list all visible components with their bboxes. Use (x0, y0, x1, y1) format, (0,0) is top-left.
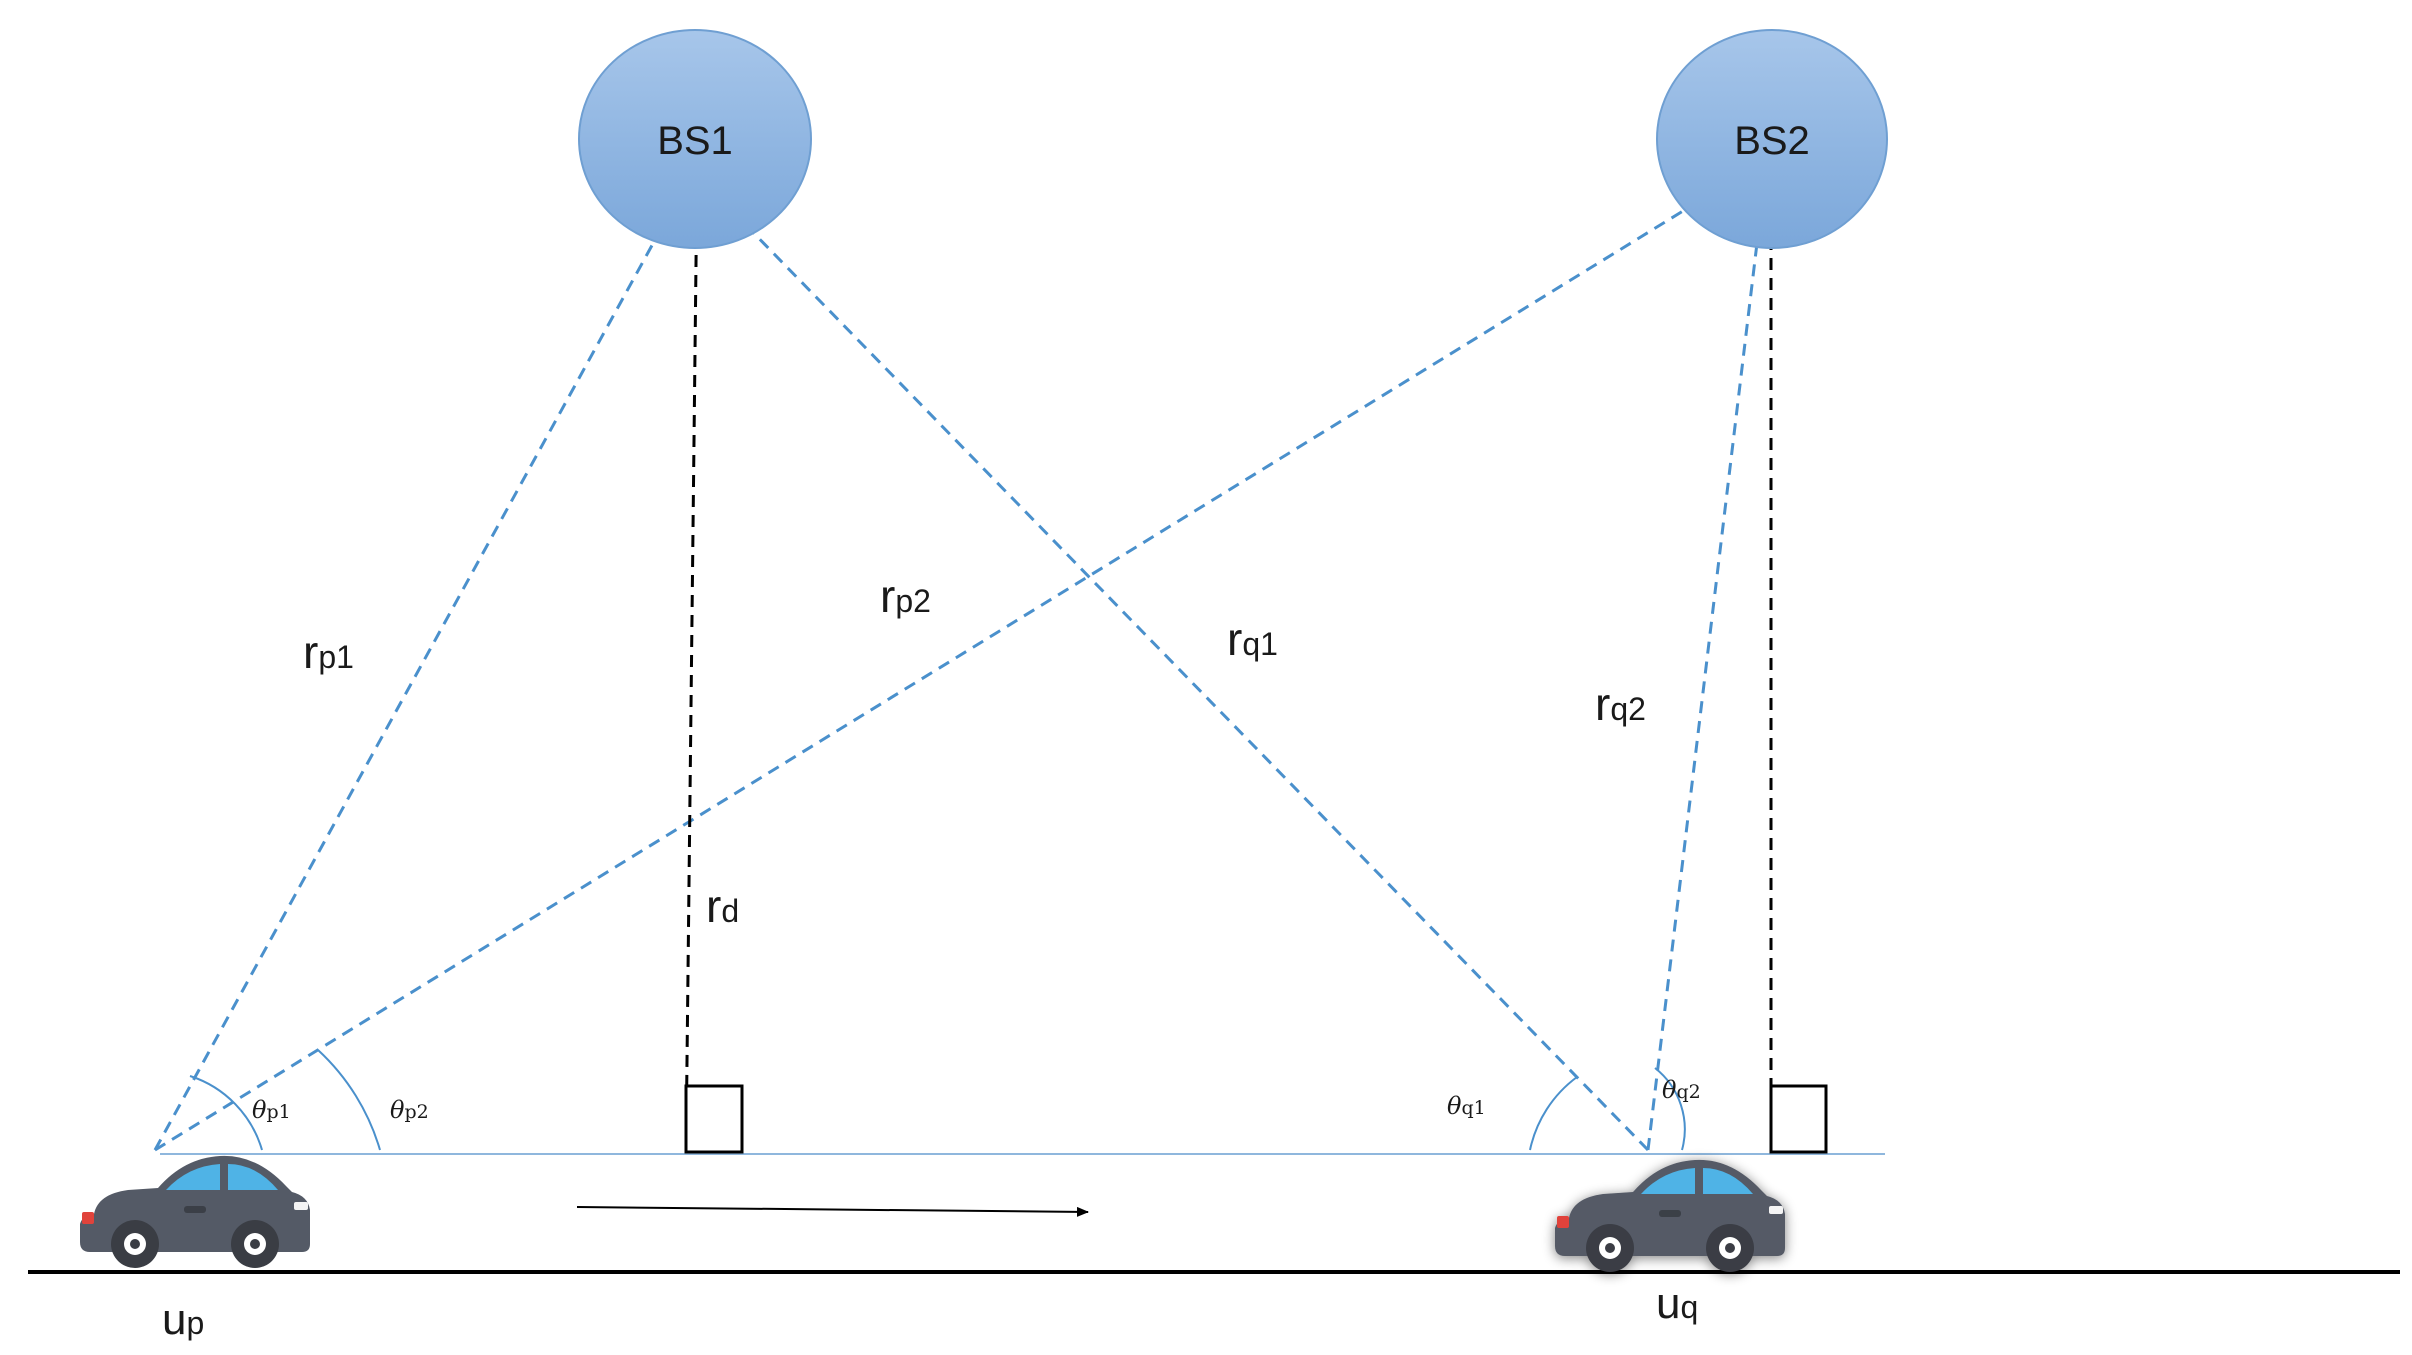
angle-arcs (189, 1049, 1686, 1151)
link-up-bs2 (154, 158, 1767, 1152)
base-station-2-label: BS2 (1734, 119, 1810, 163)
right-angle-marker-icon (684, 1084, 744, 1154)
label-rq2: rq2 (1595, 678, 1646, 730)
perpendicular-lines (684, 158, 1773, 1152)
vehicle-up: up (80, 1155, 310, 1344)
arc-theta-p2 (317, 1049, 381, 1151)
link-lines (153, 158, 1769, 1152)
label-theta-p1: θp1 (252, 1096, 291, 1124)
link-uq-bs1 (698, 176, 1650, 1152)
arc-theta-q1 (1529, 1076, 1578, 1151)
car-icon (1555, 1159, 1785, 1272)
label-rp2: rp2 (880, 570, 931, 622)
perpendicular-bs1 (684, 174, 699, 1151)
direction-arrow-icon (576, 1206, 1089, 1217)
base-station-2-node (1656, 29, 1888, 249)
base-station-2: BS2 (1656, 29, 1888, 249)
right-angle-marker-icon (1769, 1084, 1828, 1154)
car-icon (80, 1155, 310, 1268)
base-station-1-node (578, 29, 812, 249)
arc-theta-q2 (1654, 1067, 1686, 1151)
link-uq-bs2 (1646, 159, 1769, 1151)
base-station-1-label: BS1 (657, 119, 733, 163)
label-theta-p2: θp2 (390, 1096, 429, 1124)
label-rq1: rq1 (1227, 613, 1278, 665)
label-rd: rd (706, 880, 739, 932)
label-theta-q2: θq2 (1662, 1076, 1701, 1104)
arc-theta-p1 (189, 1075, 263, 1151)
vehicle-uq: uq (1555, 1159, 1785, 1328)
vehicle-uq-label: uq (1656, 1279, 1698, 1328)
base-station-1: BS1 (578, 29, 812, 249)
label-theta-q1: θq1 (1447, 1092, 1486, 1120)
link-up-bs1 (153, 177, 691, 1151)
vehicle-up-label: up (162, 1295, 204, 1344)
label-rp1: rp1 (303, 626, 354, 678)
